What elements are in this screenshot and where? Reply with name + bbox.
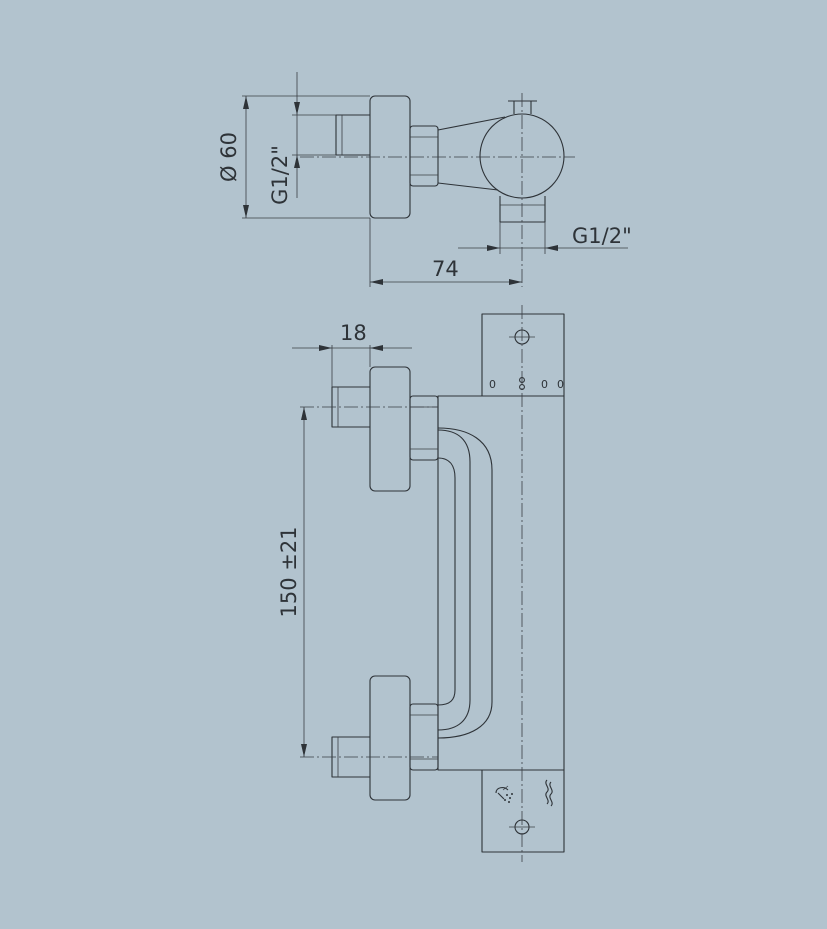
top-knob xyxy=(513,100,532,114)
top-screw-icon xyxy=(509,329,535,345)
top-hex-nut xyxy=(409,125,439,187)
dim-spacing-label: 150 ±21 xyxy=(277,526,301,617)
dim-offset-label: 18 xyxy=(340,321,367,345)
front-bottom-handle xyxy=(481,770,565,853)
top-neck xyxy=(437,116,506,191)
front-upper-flange xyxy=(369,366,411,492)
dim-outlet-thread-label: G1/2" xyxy=(572,224,632,248)
scale-mark-3: 0 xyxy=(557,378,564,391)
top-inlet-stub xyxy=(335,114,370,156)
scale-mark-2: 0 xyxy=(541,378,548,391)
dim-diameter-label: Ø 60 xyxy=(217,132,241,182)
wave-icon xyxy=(545,779,553,807)
front-top-handle xyxy=(481,313,565,396)
front-body xyxy=(437,395,565,771)
front-view: 0 0 0 18 xyxy=(277,305,565,862)
top-outlet xyxy=(499,196,546,223)
front-upper-nut xyxy=(409,395,439,461)
bottom-screw-icon xyxy=(509,819,535,835)
shower-icon xyxy=(495,785,513,803)
front-connecting-pipe xyxy=(437,429,471,731)
front-lower-flange xyxy=(369,675,411,801)
top-view: Ø 60 G1/2" G1/2" 74 xyxy=(217,72,632,287)
scale-mark-1: 0 xyxy=(489,378,496,391)
scale-center-mark-icon xyxy=(519,377,525,390)
dim-depth-label: 74 xyxy=(432,257,459,281)
front-lower-nut xyxy=(409,703,439,771)
dim-inlet-thread-label: G1/2" xyxy=(268,145,292,205)
